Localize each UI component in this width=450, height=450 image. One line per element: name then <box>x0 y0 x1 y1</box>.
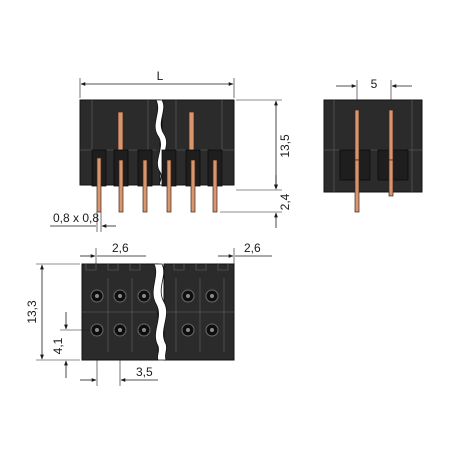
dim-length-label: L <box>157 69 164 83</box>
dim-pitch-bottom-label: 3,5 <box>136 365 153 379</box>
side-pin-top-1 <box>354 109 360 161</box>
dim-height-body-label: 13,5 <box>278 134 292 158</box>
dim-pin-section-label: 0,8 x 0,8 <box>53 211 99 225</box>
dim-pitch-top-left-label: 2,6 <box>112 241 129 255</box>
side-pin-2 <box>388 159 394 197</box>
front-pin-5 <box>190 159 196 213</box>
front-pin-1 <box>96 157 102 213</box>
dim-row-offset-label: 4,1 <box>51 337 65 354</box>
bottom-holes <box>90 289 219 337</box>
front-pin-row <box>91 149 223 213</box>
bottom-view: 2,6 2,6 13,3 4,1 3,5 <box>25 241 272 386</box>
dim-height-bottom-label: 13,3 <box>25 300 39 324</box>
bottom-notches <box>85 264 229 271</box>
front-pin-2 <box>118 159 124 213</box>
front-pin-3 <box>142 159 148 213</box>
dim-pitch-side-label: 5 <box>371 77 378 91</box>
front-pin-6 <box>212 159 218 213</box>
bottom-break <box>152 263 167 361</box>
side-pin-1 <box>354 159 360 213</box>
dim-pin-length-label: 2,4 <box>278 193 292 210</box>
front-view: L 13,5 2,4 0,8 x 0,8 <box>50 69 292 232</box>
side-pin-top-2 <box>388 109 394 161</box>
dim-pitch-top-right-label: 2,6 <box>244 241 261 255</box>
front-pin-4 <box>166 159 172 213</box>
side-view: 5 <box>323 77 423 213</box>
